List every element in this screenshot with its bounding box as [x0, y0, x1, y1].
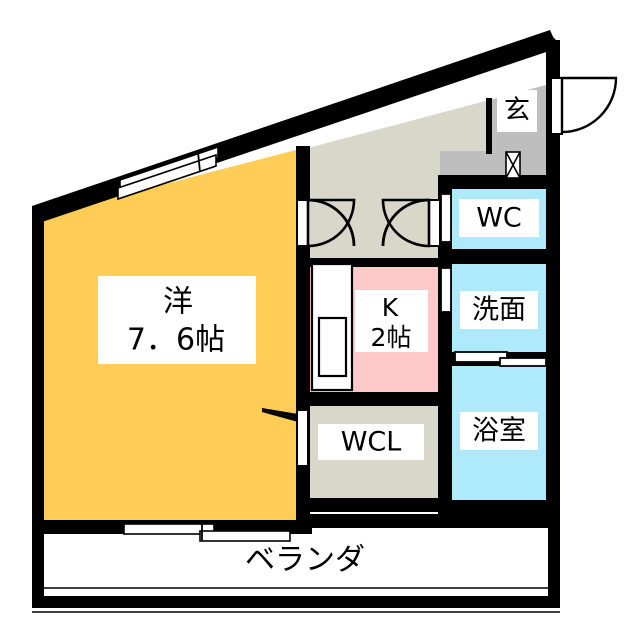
- label-bathroom-text: 浴室: [472, 416, 526, 447]
- label-western-room-primary: 洋: [163, 285, 193, 320]
- wall-hall-kitchen-divider: [296, 258, 448, 267]
- swing-door-to-room-icon[interactable]: [296, 198, 356, 248]
- sliding-closet-door-icon[interactable]: [262, 408, 309, 467]
- label-entrance: 玄: [497, 90, 537, 132]
- wall-wc-top: [438, 175, 560, 189]
- wall-entrance-left: [486, 98, 492, 154]
- label-balcony-text: ベランダ: [245, 543, 365, 578]
- kitchen-sink-unit-icon: [310, 262, 354, 392]
- label-balcony: ベランダ: [245, 543, 365, 578]
- wall-left-exterior: [32, 206, 44, 534]
- label-kitchen-size: 2帖: [371, 323, 412, 352]
- wall-right-exterior: [546, 40, 560, 514]
- label-toilet: WC: [459, 199, 539, 237]
- wall-balcony-bottom: [32, 596, 560, 608]
- wall-wc-washroom-divider: [446, 249, 560, 264]
- label-washroom: 洗面: [460, 291, 538, 329]
- swing-door-to-kitchen-icon[interactable]: [381, 198, 441, 248]
- wall-kitchen-wcl-divider: [296, 392, 448, 406]
- wall-wcl-bottom: [296, 498, 448, 512]
- label-western-room-size: 7．6帖: [127, 323, 225, 358]
- swing-door-wc-icon[interactable]: [440, 193, 452, 243]
- room-fill-hallway: [308, 98, 497, 265]
- sliding-window-balcony-icon: [123, 522, 291, 542]
- label-entrance-text: 玄: [504, 96, 530, 126]
- entry-swing-door-icon[interactable]: [550, 76, 618, 135]
- label-western-room: 洋 7．6帖: [98, 276, 256, 364]
- label-toilet-text: WC: [476, 203, 522, 234]
- wall-balcony-left: [32, 528, 44, 608]
- label-bathroom: 浴室: [460, 412, 538, 450]
- label-washroom-text: 洗面: [472, 295, 526, 326]
- wall-bath-bottom: [446, 500, 560, 514]
- label-kitchen-primary: K: [382, 293, 399, 322]
- label-walk-in-closet: WCL: [318, 424, 424, 460]
- meter-box-icon: [505, 151, 521, 179]
- sliding-window-diagonal-icon: [117, 145, 219, 201]
- swing-door-washroom-icon[interactable]: [440, 267, 452, 313]
- wall-entrance-door-frame: [546, 40, 560, 86]
- windows: [117, 145, 291, 542]
- folding-door-bath-icon[interactable]: [454, 351, 547, 367]
- wall-balcony-top-right: [300, 514, 560, 528]
- doors: [262, 76, 618, 467]
- room-labels: 洋 7．6帖 K 2帖 玄 WC 洗面 浴室: [98, 90, 539, 578]
- wall-balcony-right: [548, 514, 560, 608]
- label-walk-in-closet-text: WCL: [341, 427, 402, 458]
- label-kitchen: K 2帖: [355, 290, 428, 352]
- fixtures: [310, 262, 354, 392]
